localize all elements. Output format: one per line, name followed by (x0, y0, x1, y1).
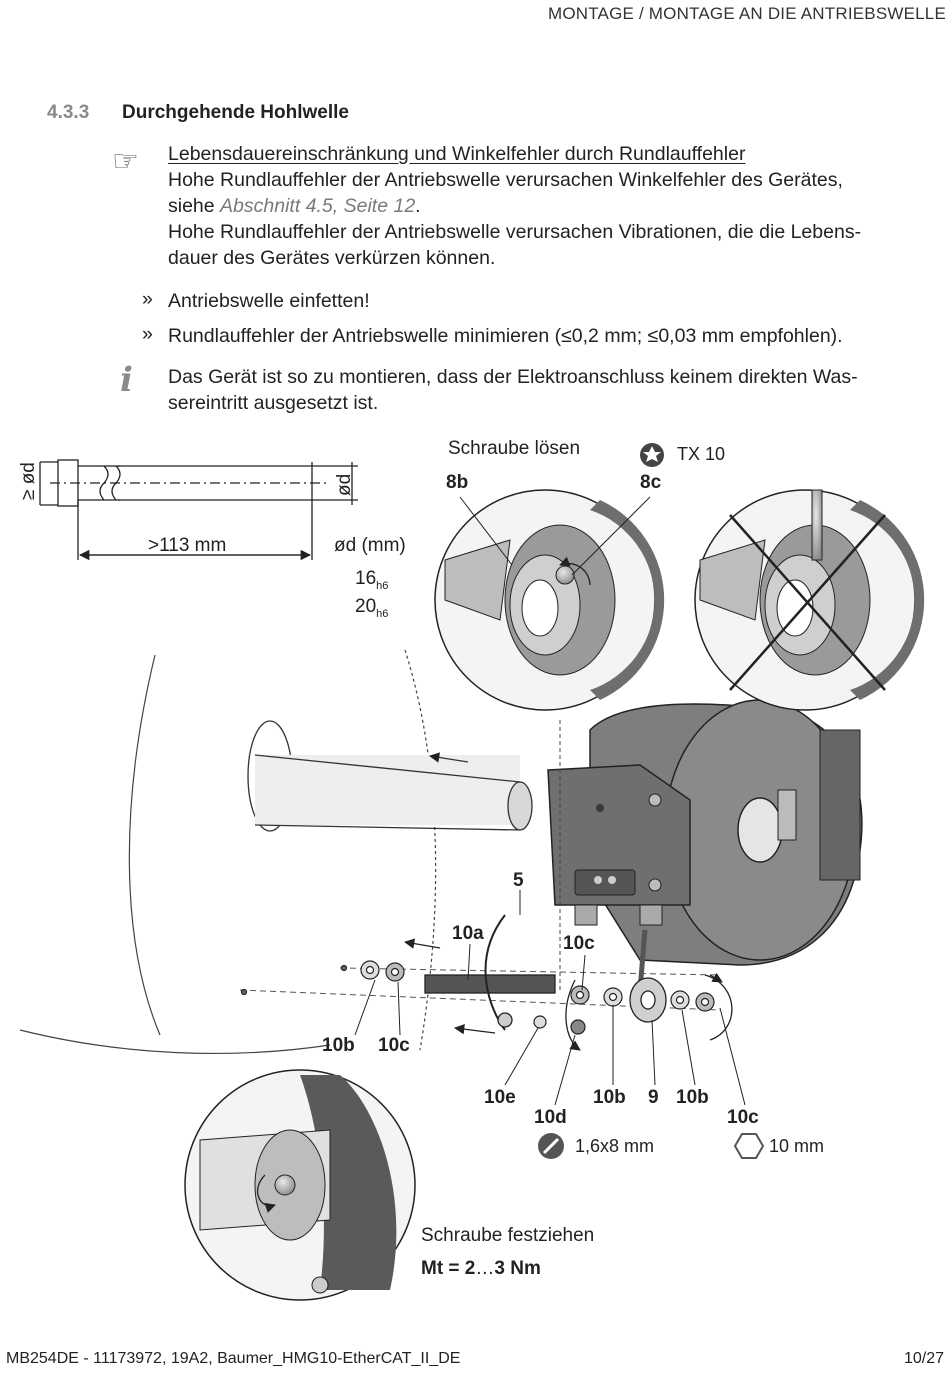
part-label-8c: 8c (640, 472, 662, 493)
warning-line-ref: siehe Abschnitt 4.5, Seite 12. (168, 195, 421, 217)
drive-wheel-outline (19, 649, 437, 1055)
info-line: sereintritt ausgesetzt ist. (168, 392, 379, 414)
hex-wrench-icon (733, 1133, 765, 1159)
leader-lines (354, 890, 746, 1106)
part-label-10b-mid: 10b (593, 1087, 626, 1108)
torque-support (424, 914, 667, 1031)
part-label-8b: 8b (446, 472, 469, 493)
fasteners (240, 960, 715, 1035)
step-marker: » (142, 323, 153, 345)
diameter-option: 16h6 (355, 568, 389, 592)
loosen-screw-label: Schraube lösen (448, 438, 581, 459)
torx-size-label: TX 10 (677, 444, 726, 464)
dim-diameter: ød (334, 473, 355, 496)
info-block: Das Gerät ist so zu montieren, dass der … (168, 364, 858, 416)
info-icon: i (120, 360, 133, 400)
part-label-5: 5 (513, 870, 524, 891)
tighten-screw-label: Schraube festziehen (421, 1225, 595, 1246)
detail-circle-loosen (434, 489, 665, 711)
drive-shaft (247, 720, 533, 832)
part-label-10c-right: 10c (727, 1107, 759, 1128)
screwdriver-icon (538, 1133, 564, 1159)
shaft-dimension-drawing (39, 459, 358, 561)
pointing-hand-icon: ☞ (112, 145, 139, 178)
section-number: 4.3.3 (47, 102, 90, 123)
section-cross-reference[interactable]: Abschnitt 4.5, Seite 12 (220, 195, 416, 217)
warning-block: Lebensdauereinschränkung und Winkelfehle… (168, 141, 861, 271)
screwdriver-size-label: 1,6x8 mm (575, 1136, 655, 1156)
part-label-10c-top: 10c (563, 933, 595, 954)
part-label-10b-left: 10b (322, 1035, 355, 1056)
footer-document-id: MB254DE - 11173972, 19A2, Baumer_HMG10-E… (6, 1350, 461, 1367)
rotation-arrows (565, 972, 733, 1051)
part-label-10e: 10e (484, 1087, 516, 1108)
info-line: Das Gerät ist so zu montieren, dass der … (168, 366, 858, 388)
part-label-10d: 10d (534, 1107, 567, 1128)
warning-line: dauer des Gerätes verkürzen können. (168, 247, 496, 269)
warning-title: Lebensdauereinschränkung und Winkelfehle… (168, 143, 746, 165)
warning-line: Hohe Rundlauffehler der Antriebswelle ve… (168, 221, 862, 243)
step-marker: » (142, 288, 153, 310)
dim-length: >113 mm (148, 535, 227, 556)
step-text: Rundlauffehler der Antriebswelle minimie… (168, 325, 843, 347)
diameter-option: 20h6 (355, 596, 389, 620)
part-label-10b-right: 10b (676, 1087, 709, 1108)
step-text: Antriebswelle einfetten! (168, 290, 370, 312)
torque-value: Mt = 2…3 Nm (421, 1258, 541, 1279)
footer-page-number: 10/27 (903, 1350, 944, 1367)
diameter-table-header: ød (mm) (334, 535, 406, 556)
part-label-9: 9 (648, 1087, 659, 1108)
section-title: Durchgehende Hohlwelle (122, 102, 349, 123)
warning-line: Hohe Rundlauffehler der Antriebswelle ve… (168, 169, 843, 191)
encoder-housing (547, 699, 863, 990)
detail-circle-wrong (694, 489, 925, 711)
part-label-10c-left: 10c (378, 1035, 410, 1056)
part-label-10a: 10a (452, 923, 484, 944)
torx-icon (640, 443, 664, 467)
direction-arrows (403, 938, 496, 1035)
running-header: MONTAGE / MONTAGE AN DIE ANTRIEBSWELLE (547, 4, 946, 23)
wrench-size-label: 10 mm (769, 1136, 825, 1156)
detail-circle-tighten (184, 1069, 416, 1301)
dim-min-diameter: ≥ ød (18, 462, 39, 500)
